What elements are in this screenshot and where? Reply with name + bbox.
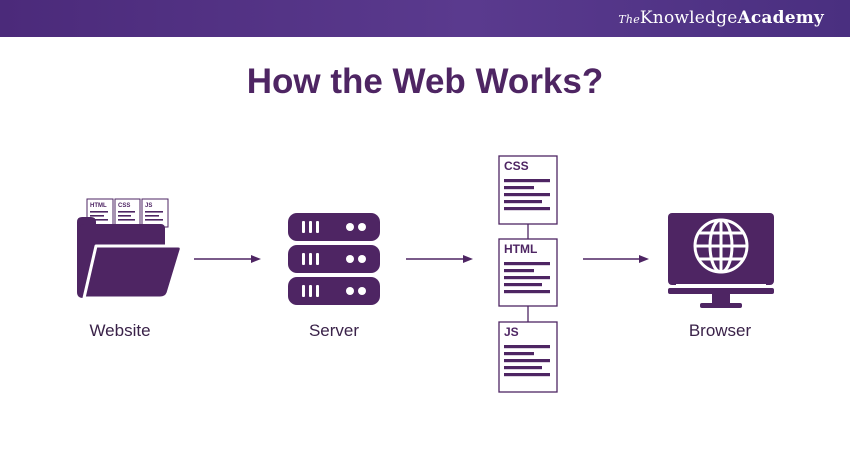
file-css-icon: CSS	[114, 198, 141, 228]
arrow-website-to-server	[194, 255, 261, 263]
brand-academy: Academy	[737, 8, 824, 28]
svg-text:CSS: CSS	[504, 159, 529, 173]
browser-monitor-icon	[668, 213, 774, 308]
page-title: How the Web Works?	[246, 62, 604, 101]
document-html: HTML	[498, 238, 558, 307]
svg-text:HTML: HTML	[504, 242, 537, 256]
file-js-icon: JS	[141, 198, 169, 228]
svg-text:JS: JS	[145, 203, 152, 209]
label-server: Server	[308, 321, 360, 340]
brand-knowledge: Knowledge	[639, 8, 738, 28]
brand-the: The	[618, 13, 640, 26]
document-js: JS	[498, 321, 558, 393]
header-bar: TheKnowledgeAcademy	[0, 0, 850, 37]
document-stack: CSS HTML JS	[498, 155, 558, 393]
document-css: CSS	[498, 155, 558, 225]
svg-text:HTML: HTML	[90, 203, 107, 209]
label-website: Website	[89, 321, 151, 340]
folder-icon: HTML CSS JS	[77, 198, 183, 300]
svg-text:CSS: CSS	[118, 203, 130, 209]
arrow-server-to-documents	[406, 255, 473, 263]
label-browser: Browser	[688, 321, 752, 340]
brand-logo: TheKnowledgeAcademy	[618, 8, 824, 28]
globe-icon	[693, 218, 749, 274]
svg-text:JS: JS	[504, 325, 519, 339]
server-icon	[288, 213, 380, 305]
arrow-documents-to-browser	[583, 255, 649, 263]
